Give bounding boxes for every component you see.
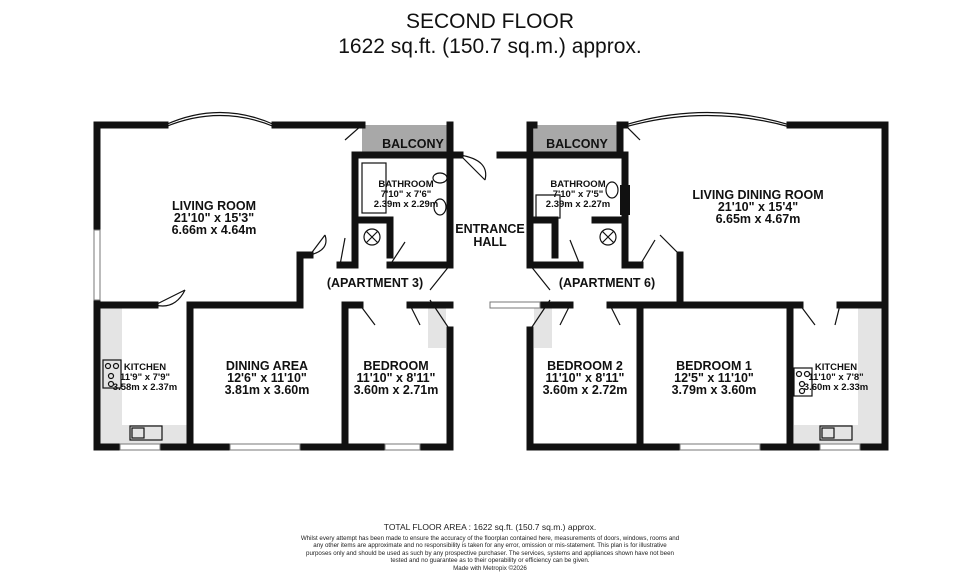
chimney-breast: [620, 185, 630, 215]
total-floor-area: TOTAL FLOOR AREA : 1622 sq.ft. (150.7 sq…: [383, 522, 597, 532]
bathroom-right-metric: 2.39m x 2.27m: [546, 199, 610, 210]
window: [489, 301, 541, 309]
kitchen-left-imperial: 11'9" x 7'9": [120, 372, 170, 383]
window: [229, 443, 301, 451]
apartment-3-label: (APARTMENT 3): [327, 276, 423, 290]
living-room-name: LIVING ROOM: [172, 199, 256, 213]
footer: TOTAL FLOOR AREA : 1622 sq.ft. (150.7 sq…: [300, 522, 680, 572]
credit: Made with Metropix ©2026: [453, 564, 527, 572]
kitchen-right-imperial: 11'10" x 7'8": [808, 372, 863, 383]
window: [384, 443, 421, 451]
bathroom-right-imperial: 7'10" x 7'5": [553, 189, 604, 200]
living-room-imperial: 21'10" x 15'3": [174, 211, 254, 225]
kitchen-left-metric: 3.58m x 2.37m: [113, 382, 177, 393]
window: [119, 443, 161, 451]
hob-icon: [102, 359, 813, 397]
bedroom-1-metric: 3.79m x 3.60m: [672, 383, 757, 397]
boiler-cupboard-icon: [363, 228, 617, 246]
balcony-right-label: BALCONY: [546, 137, 608, 151]
bedroom-metric: 3.60m x 2.71m: [354, 383, 439, 397]
walls: [93, 121, 889, 451]
wc-left: [432, 172, 448, 184]
door-swings: [154, 124, 841, 331]
living-dining-room-metric: 6.65m x 4.67m: [716, 212, 801, 226]
balcony-right: [534, 125, 620, 155]
dining-area-metric: 3.81m x 3.60m: [225, 383, 310, 397]
floor-area-subtitle: 1622 sq.ft. (150.7 sq.m.) approx.: [338, 35, 642, 58]
bedroom-imperial: 11'10" x 8'11": [357, 371, 436, 385]
sink-icon: [129, 425, 853, 441]
window: [679, 443, 761, 451]
kitchen-right-metric: 3.60m x 2.33m: [804, 382, 868, 393]
bathroom-left-name: BATHROOM: [378, 179, 433, 190]
balcony-left-label: BALCONY: [382, 137, 444, 151]
bathroom-left-metric: 2.39m x 2.29m: [374, 199, 438, 210]
basin-left: [433, 198, 447, 216]
balcony-left: [362, 125, 450, 155]
bathroom-left-imperial: 7'10" x 7'6": [381, 189, 432, 200]
bedroom-2-imperial: 11'10" x 8'11": [546, 371, 625, 385]
bedroom-1-imperial: 12'5" x 11'10": [674, 371, 754, 385]
living-dining-room-name: LIVING DINING ROOM: [692, 188, 823, 202]
bedroom-2-name: BEDROOM 2: [547, 359, 623, 373]
window: [93, 229, 101, 301]
window: [819, 443, 861, 451]
living-room-metric: 6.66m x 4.64m: [172, 223, 257, 237]
bedroom-2-metric: 3.60m x 2.72m: [543, 383, 628, 397]
bathroom-right-name: BATHROOM: [550, 179, 605, 190]
kitchen-right-name: KITCHEN: [815, 362, 857, 373]
bedroom-1-name: BEDROOM 1: [676, 359, 752, 373]
bedroom-name: BEDROOM: [363, 359, 428, 373]
apartment-6-label: (APARTMENT 6): [559, 276, 655, 290]
shower-right: [535, 194, 561, 219]
entrance-hall-name-2: HALL: [473, 235, 507, 249]
dining-area-name: DINING AREA: [226, 359, 308, 373]
bay-window-right: [624, 111, 791, 126]
living-dining-room-imperial: 21'10" x 15'4": [718, 200, 798, 214]
bedroom2-wardrobe: [534, 308, 552, 348]
basin-right: [605, 181, 619, 199]
disclaimer: Whilst every attempt has been made to en…: [300, 535, 680, 565]
floor-title: SECOND FLOOR: [405, 10, 575, 33]
kitchen-left-name: KITCHEN: [124, 362, 166, 373]
bath-left: [361, 162, 387, 214]
bedroom-wardrobe: [428, 308, 446, 348]
dining-area-imperial: 12'6" x 11'10": [227, 371, 307, 385]
entrance-hall-name: ENTRANCE: [455, 222, 524, 236]
kitchen-right-worktops: [794, 308, 882, 445]
bay-window-left: [164, 112, 276, 126]
